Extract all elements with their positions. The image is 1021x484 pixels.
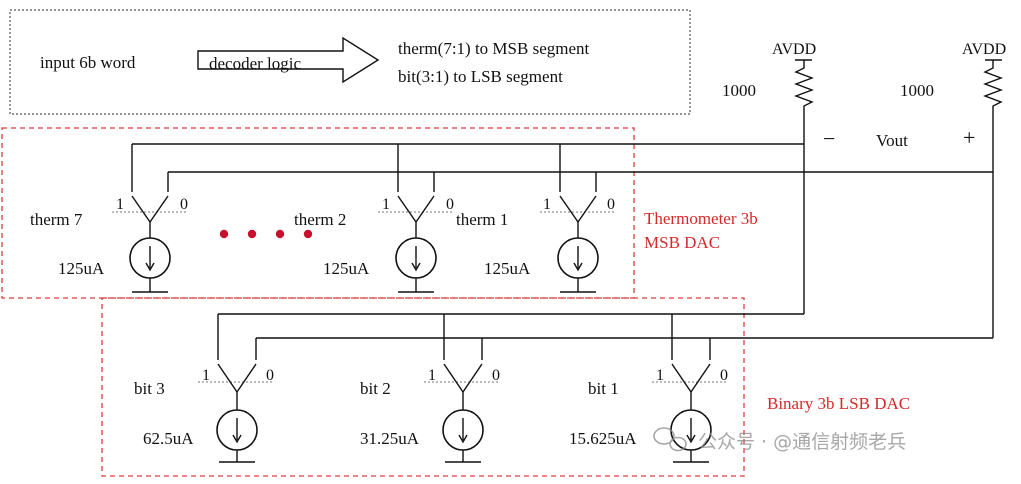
ellipsis-dot-1 — [219, 229, 229, 239]
therm2-one: 1 — [382, 196, 390, 213]
therm2-zero: 0 — [446, 196, 454, 213]
output-line1: therm(7:1) to MSB segment — [398, 39, 590, 58]
lsb-dac-region — [101, 297, 745, 477]
plus-sign: + — [963, 125, 975, 150]
vout-label: Vout — [876, 131, 908, 150]
bit1-current: 15.625uA — [569, 429, 637, 448]
therm1-label: therm 1 — [456, 210, 508, 229]
lsb-cell-bit1 — [652, 314, 728, 463]
input-label: input 6b word — [40, 53, 136, 72]
msb-cell-therm2 — [378, 144, 452, 293]
bit3-zero: 0 — [266, 367, 274, 384]
lsb-dac-title: Binary 3b LSB DAC — [767, 394, 910, 413]
therm1-zero: 0 — [607, 196, 615, 213]
therm1-current: 125uA — [484, 259, 531, 278]
resistor-right-value: 1000 — [900, 81, 934, 100]
bit3-label: bit 3 — [134, 379, 165, 398]
decoder-label: decoder logic — [209, 54, 301, 73]
therm7-current: 125uA — [58, 259, 105, 278]
ellipsis-dot-4 — [303, 229, 313, 239]
msb-dac-title-line1: Thermometer 3b — [644, 209, 758, 228]
lsb-cell-bit3 — [198, 314, 274, 463]
resistor-right — [983, 60, 1003, 114]
bit2-label: bit 2 — [360, 379, 391, 398]
therm7-label: therm 7 — [30, 210, 83, 229]
lsb-cell-bit2 — [424, 314, 500, 463]
resistor-left-value: 1000 — [722, 81, 756, 100]
therm7-one: 1 — [116, 196, 124, 213]
ellipsis-dot-3 — [275, 229, 285, 239]
decoder-arrow — [197, 36, 380, 84]
bit1-zero: 0 — [720, 367, 728, 384]
ellipsis-dot-2 — [247, 229, 257, 239]
msb-cell-therm1 — [540, 144, 614, 293]
avdd-left-label: AVDD — [772, 41, 816, 58]
msb-cell-therm7 — [112, 144, 186, 293]
therm7-zero: 0 — [180, 196, 188, 213]
bit1-one: 1 — [656, 367, 664, 384]
therm2-label: therm 2 — [294, 210, 346, 229]
wechat-icon — [653, 427, 687, 452]
watermark-text: 公众号 · @通信射频老兵 — [698, 431, 906, 453]
watermark: 公众号 · @通信射频老兵 — [653, 427, 906, 453]
bit3-one: 1 — [202, 367, 210, 384]
bit2-current: 31.25uA — [360, 429, 420, 448]
resistor-left — [794, 60, 814, 114]
bit1-label: bit 1 — [588, 379, 619, 398]
header-box — [9, 9, 691, 115]
bit2-one: 1 — [428, 367, 436, 384]
avdd-right-label: AVDD — [962, 41, 1006, 58]
msb-dac-title-line2: MSB DAC — [644, 233, 720, 252]
minus-sign: − — [823, 126, 835, 151]
bit3-current: 62.5uA — [143, 429, 194, 448]
therm1-one: 1 — [543, 196, 551, 213]
therm2-current: 125uA — [323, 259, 370, 278]
bit2-zero: 0 — [492, 367, 500, 384]
output-line2: bit(3:1) to LSB segment — [398, 67, 563, 86]
